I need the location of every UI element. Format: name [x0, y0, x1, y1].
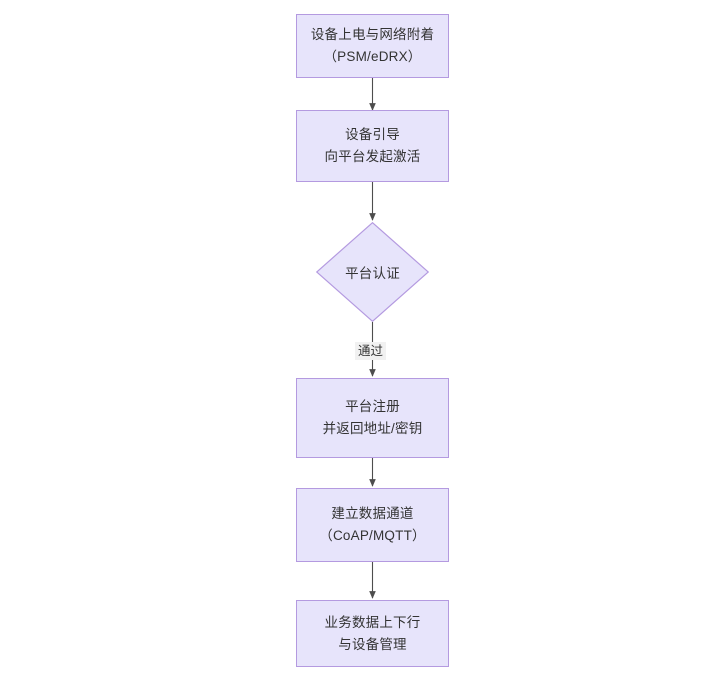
node-power-on-line-1: 设备上电与网络附着	[310, 27, 435, 42]
node-bootstrap[interactable]: 设备引导 向平台发起激活	[296, 110, 449, 182]
edge-label-pass: 通过	[355, 342, 387, 360]
node-power-on-line-2: （PSM/eDRX）	[323, 49, 422, 64]
node-data-channel-line-2: （CoAP/MQTT）	[319, 528, 426, 543]
node-data-channel-line-1: 建立数据通道	[331, 506, 414, 521]
node-platform-auth[interactable]: 平台认证	[316, 222, 429, 322]
node-business-data-line-1: 业务数据上下行	[324, 614, 421, 630]
diamond-shape	[316, 222, 429, 322]
node-bootstrap-line-1: 设备引导	[345, 127, 400, 142]
node-business-data-line-2: 与设备管理	[338, 636, 407, 652]
node-platform-register-line-1: 平台注册	[345, 399, 400, 414]
node-platform-register-line-2: 并返回地址/密钥	[322, 421, 423, 436]
node-power-on[interactable]: 设备上电与网络附着 （PSM/eDRX）	[296, 14, 449, 78]
node-platform-register[interactable]: 平台注册 并返回地址/密钥	[296, 378, 449, 458]
node-platform-auth-label: 平台认证	[345, 266, 400, 281]
node-bootstrap-line-2: 向平台发起激活	[324, 149, 421, 164]
node-business-data[interactable]: 业务数据上下行 与设备管理	[296, 600, 449, 667]
node-data-channel[interactable]: 建立数据通道 （CoAP/MQTT）	[296, 488, 449, 562]
